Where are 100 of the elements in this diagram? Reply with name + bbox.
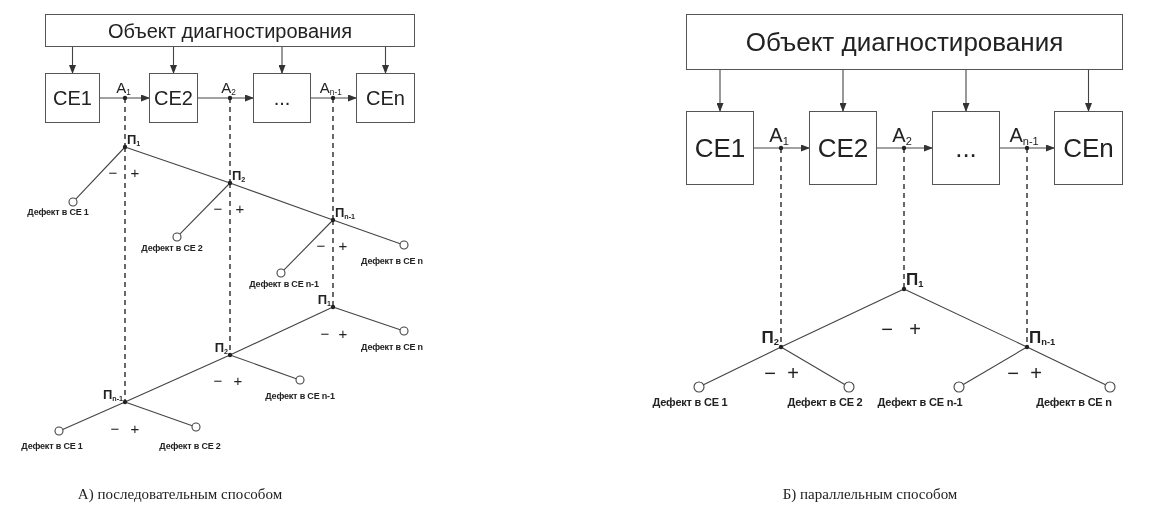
check-point-label: П$_{n-1}$ — [102, 388, 123, 401]
arrow — [753, 144, 810, 152]
dashed-line — [124, 146, 126, 403]
connector-line — [780, 288, 905, 348]
arrow — [99, 94, 150, 102]
dashed-line — [332, 219, 334, 308]
branch-sign: − — [764, 363, 776, 383]
check-point-label: П$_{1}$ — [906, 271, 924, 288]
connector-line — [229, 306, 334, 356]
branch-sign: − — [316, 237, 326, 253]
outcome-circle — [843, 381, 855, 393]
connector-line — [124, 354, 231, 403]
block-box: CEn — [1054, 111, 1123, 185]
arrow — [876, 144, 933, 152]
defect-label: Дефект в CE 2 — [141, 244, 203, 253]
defect-label: Дефект в CE n-1 — [249, 280, 319, 289]
arrow — [962, 69, 970, 112]
branch-sign: + — [909, 319, 921, 339]
connector-line — [75, 146, 126, 200]
outcome-circle — [54, 426, 64, 436]
connector-line — [332, 219, 401, 245]
check-point-label: П$_{n-1}$ — [335, 206, 356, 219]
defect-label: Дефект в CE 2 — [787, 397, 863, 408]
defect-label: Дефект в CE 2 — [159, 442, 221, 451]
branch-sign: + — [235, 200, 245, 216]
connector-line — [962, 346, 1028, 385]
dashed-line — [332, 97, 334, 221]
check-point-label: П$_{2}$ — [761, 329, 779, 346]
signal-label: A$_{1}$ — [116, 80, 131, 95]
branch-sign: + — [130, 420, 140, 436]
outcome-circle — [295, 375, 305, 385]
outcome-circle — [276, 268, 286, 278]
connector-line — [229, 182, 334, 221]
block-box: Объект диагностирования — [45, 14, 415, 47]
block-box: ... — [253, 73, 311, 123]
signal-label: A$_{n-1}$ — [1009, 125, 1039, 145]
connector-line — [229, 354, 297, 380]
connector-line — [702, 346, 782, 386]
outcome-circle — [1104, 381, 1116, 393]
outcome-circle — [191, 422, 201, 432]
check-point-label: П$_{n-1}$ — [1029, 329, 1056, 346]
caption: А) последовательным способом — [77, 486, 283, 502]
branch-sign: + — [787, 363, 799, 383]
signal-label: A$_{n-1}$ — [319, 80, 342, 95]
defect-label: Дефект в CE 1 — [652, 397, 728, 408]
arrow — [716, 69, 724, 112]
outcome-circle — [399, 240, 409, 250]
branch-sign: − — [108, 164, 118, 180]
connector-line — [62, 401, 126, 430]
connector-line — [283, 219, 334, 271]
dashed-line — [903, 147, 905, 290]
check-point-label: П$_{1}$ — [317, 293, 331, 306]
branch-sign: − — [213, 200, 223, 216]
arrow — [197, 94, 254, 102]
caption: Б) параллельным способом — [782, 486, 958, 502]
arrow — [1085, 69, 1092, 112]
outcome-circle — [953, 381, 965, 393]
signal-label: A$_{2}$ — [221, 80, 236, 95]
block-box: CE2 — [149, 73, 198, 123]
connector-line — [903, 288, 1028, 348]
defect-label: Дефект в CE n-1 — [265, 392, 335, 401]
check-point-label: П$_{1}$ — [127, 133, 141, 146]
arrow — [382, 46, 389, 74]
defect-label: Дефект в CE 1 — [27, 208, 89, 217]
connector-line — [332, 306, 401, 331]
defect-label: Дефект в CE n — [361, 257, 423, 266]
connector-line — [179, 182, 231, 235]
dashed-line — [229, 97, 231, 184]
branch-sign: − — [881, 319, 893, 339]
block-box: CE1 — [686, 111, 754, 185]
outcome-circle — [172, 232, 182, 242]
arrow — [170, 46, 177, 74]
connector-line — [780, 346, 846, 385]
defect-label: Дефект в CE 1 — [21, 442, 83, 451]
block-box: CE2 — [809, 111, 877, 185]
defect-label: Дефект в CE n — [1036, 397, 1112, 408]
arrow — [999, 144, 1055, 152]
signal-label: A$_{1}$ — [769, 125, 789, 145]
defect-label: Дефект в CE n-1 — [877, 397, 963, 408]
defect-label: Дефект в CE n — [361, 343, 423, 352]
branch-sign: − — [320, 325, 330, 341]
arrow — [839, 69, 847, 112]
block-box: Объект диагностирования — [686, 14, 1123, 70]
block-box: CEn — [356, 73, 415, 123]
connector-line — [1026, 346, 1107, 386]
block-box: CE1 — [45, 73, 100, 123]
block-box: ... — [932, 111, 1000, 185]
arrow — [278, 46, 286, 74]
branch-sign: − — [110, 420, 120, 436]
arrow — [69, 46, 76, 74]
arrow — [310, 94, 357, 102]
check-point-label: П$_{2}$ — [232, 169, 246, 182]
branch-sign: − — [213, 372, 223, 388]
branch-sign: + — [338, 325, 348, 341]
branch-sign: + — [233, 372, 243, 388]
check-point-label: П$_{2}$ — [214, 341, 228, 354]
connector-line — [124, 401, 193, 427]
signal-label: A$_{2}$ — [892, 125, 912, 145]
outcome-circle — [68, 197, 78, 207]
connector-line — [124, 146, 231, 184]
